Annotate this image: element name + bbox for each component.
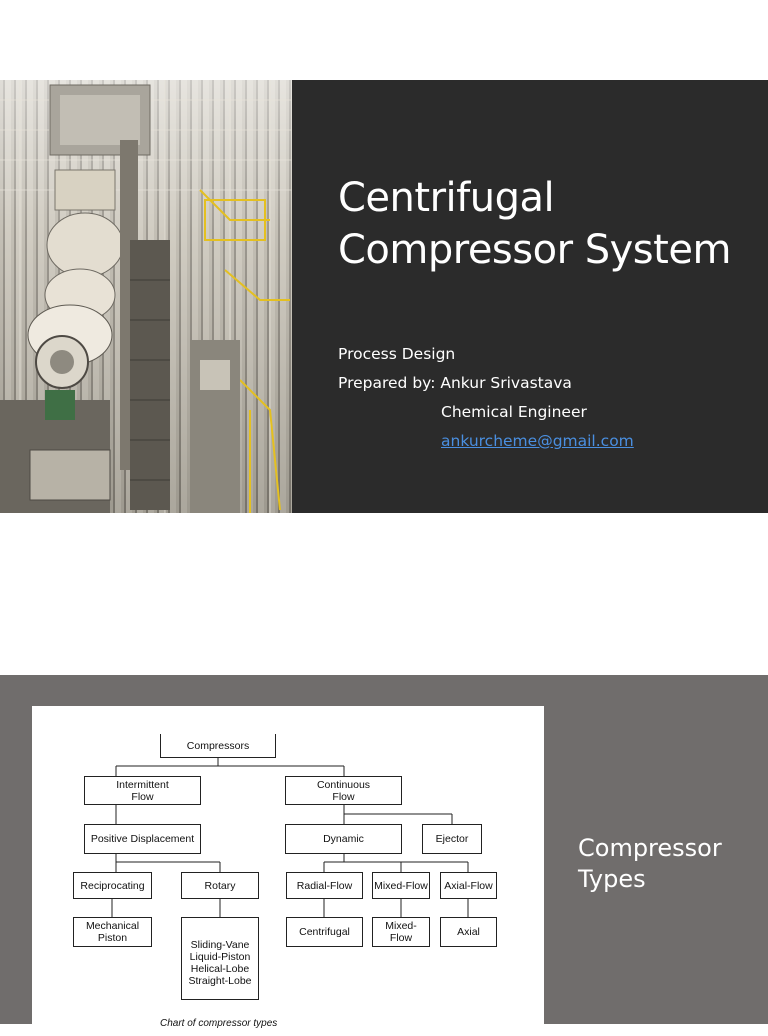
slide-side-title: Compressor Types <box>578 834 722 893</box>
node-axial-flow: Axial-Flow <box>440 872 497 899</box>
prepared-by: Prepared by: Ankur Srivastava <box>338 374 572 392</box>
node-continuous-flow: Continuous Flow <box>285 776 402 805</box>
photo-illustration <box>0 80 292 513</box>
compressor-photo <box>0 80 292 513</box>
node-ejector: Ejector <box>422 824 482 854</box>
compressor-chart: Compressors Intermittent Flow Continuous… <box>32 706 544 1036</box>
node-axial: Axial <box>440 917 497 947</box>
compressor-types-slide: Compressors Intermittent Flow Continuous… <box>0 675 768 1036</box>
node-rotary: Rotary <box>181 872 259 899</box>
node-radial-flow: Radial-Flow <box>286 872 363 899</box>
author-info: Process Design Prepared by: Ankur Srivas… <box>338 340 634 456</box>
node-centrifugal: Centrifugal <box>286 917 363 947</box>
node-dynamic: Dynamic <box>285 824 402 854</box>
node-mechanical-piston: Mechanical Piston <box>73 917 152 947</box>
email-row: ankurcheme@gmail.com <box>338 427 634 456</box>
subtitle: Process Design <box>338 345 456 363</box>
title-line-1: Centrifugal <box>338 175 555 221</box>
author-role: Chemical Engineer <box>441 403 587 421</box>
node-intermittent-flow: Intermittent Flow <box>84 776 201 805</box>
title-line-2: Compressor System <box>338 227 731 273</box>
node-rotary-types: Sliding-Vane Liquid-Piston Helical-Lobe … <box>181 917 259 1000</box>
email-link[interactable]: ankurcheme@gmail.com <box>441 432 634 450</box>
slide-title: Centrifugal Compressor System <box>338 172 748 276</box>
node-reciprocating: Reciprocating <box>73 872 152 899</box>
chart-connectors <box>111 758 469 917</box>
node-compressors: Compressors <box>160 734 276 758</box>
title-slide: Centrifugal Compressor System Process De… <box>0 80 768 513</box>
node-positive-displacement: Positive Displacement <box>84 824 201 854</box>
node-mixed-flow: Mixed-Flow <box>372 872 430 899</box>
node-mixed-flow-leaf: Mixed- Flow <box>372 917 430 947</box>
